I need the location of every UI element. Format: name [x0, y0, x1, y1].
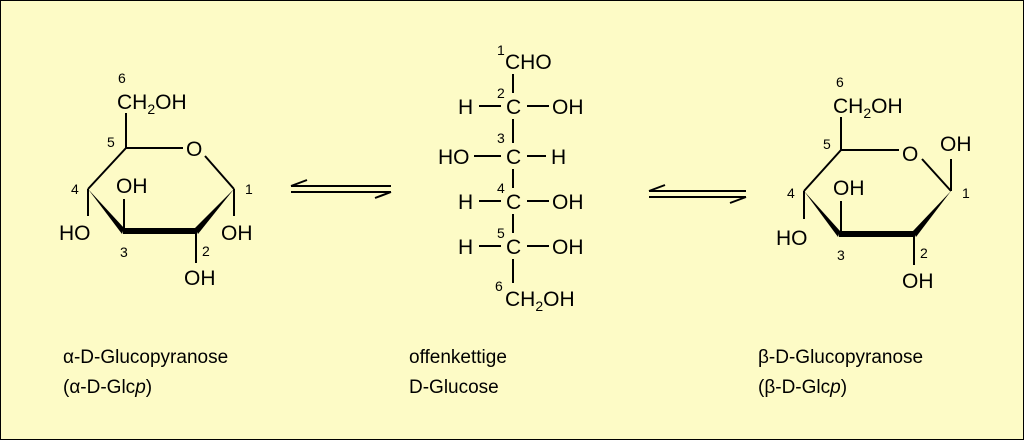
open-caption-line2: D-Glucose	[409, 377, 499, 398]
ring-oxygen: O	[902, 143, 918, 166]
carbon-number-4: 4	[497, 180, 505, 196]
equilibrium-arrow-left	[290, 179, 392, 199]
carbon-number-5: 5	[107, 134, 115, 150]
c2-hydroxyl: OH	[902, 270, 934, 293]
alpha-glucopyranose-structure: 6 CH2OH 5 O 1 4 OH HO OH 3 2 OH	[59, 70, 253, 290]
carbon-number-3: 3	[497, 130, 505, 146]
beta-caption: β-D-Glucopyranose (β-D-Glcp)	[758, 343, 923, 403]
abbrev-suffix: )	[840, 377, 848, 398]
ring-oxygen: O	[186, 138, 202, 161]
beta-caption-abbrev: (β-D-Glcp)	[758, 373, 923, 403]
aldehyde-group: CHO	[505, 51, 552, 74]
c5-left-substituent: H	[458, 236, 473, 259]
equilibrium-arrow-right	[648, 184, 747, 204]
alpha-caption-name: α-D-Glucopyranose	[63, 347, 229, 368]
c3-hydroxyl: OH	[833, 177, 865, 200]
carbon-number-4: 4	[71, 181, 79, 197]
c2-right-substituent: OH	[552, 96, 584, 119]
c2-hydroxyl: OH	[184, 267, 216, 290]
carbon-number-2: 2	[202, 243, 210, 259]
carbon-number-5: 5	[823, 136, 831, 152]
carbon-4: C	[506, 191, 521, 214]
carbon-number-2: 2	[920, 245, 928, 261]
carbon-number-1: 1	[245, 181, 253, 197]
carbon-number-6: 6	[118, 70, 126, 86]
c4-left-substituent: H	[458, 191, 473, 214]
carbon-number-4: 4	[787, 185, 795, 201]
c4-hydroxyl: HO	[59, 222, 91, 245]
carbon-number-1: 1	[497, 42, 505, 58]
abbrev-italic: p	[135, 377, 146, 398]
abbrev-prefix: (β-D-Glc	[758, 377, 831, 398]
c3-hydroxyl: OH	[116, 175, 148, 198]
c1-hydroxyl: OH	[940, 133, 972, 156]
open-caption-line1: offenkettige	[409, 347, 507, 368]
carbon-number-6: 6	[836, 74, 844, 90]
c4-right-substituent: OH	[552, 191, 584, 214]
abbrev-suffix: )	[145, 377, 153, 398]
c5-right-substituent: OH	[552, 236, 584, 259]
open-chain-caption: offenkettige D-Glucose	[409, 343, 507, 403]
beta-caption-name: β-D-Glucopyranose	[758, 347, 924, 368]
carbon-number-2: 2	[497, 85, 505, 101]
carbon-5: C	[506, 236, 521, 259]
carbon-number-6: 6	[495, 278, 503, 294]
ch2oh-group: CH2OH	[833, 95, 903, 121]
carbon-3: C	[506, 146, 521, 169]
carbon-2: C	[506, 96, 521, 119]
alpha-caption: α-D-Glucopyranose (α-D-Glcp)	[63, 343, 228, 403]
carbon-number-1: 1	[962, 185, 970, 201]
carbon-number-3: 3	[120, 244, 128, 260]
ch2oh-group: CH2OH	[117, 91, 187, 117]
c4-hydroxyl: HO	[776, 227, 808, 250]
c1-hydroxyl: OH	[221, 222, 253, 245]
abbrev-italic: p	[830, 377, 841, 398]
c3-right-substituent: H	[551, 146, 566, 169]
carbon-number-3: 3	[837, 247, 845, 263]
beta-glucopyranose-structure: 6 CH2OH 5 O OH 1 4 OH HO 3 2 OH	[776, 74, 972, 293]
alpha-caption-abbrev: (α-D-Glcp)	[63, 373, 228, 403]
open-chain-glucose-structure: 1 CHO 2 H C OH 3 HO C H 4 H C OH 5 H C O…	[438, 42, 584, 314]
c2-left-substituent: H	[458, 96, 473, 119]
ch2oh-group: CH2OH	[505, 288, 575, 314]
c3-left-substituent: HO	[438, 146, 470, 169]
abbrev-prefix: (α-D-Glc	[63, 377, 136, 398]
carbon-number-5: 5	[497, 225, 505, 241]
